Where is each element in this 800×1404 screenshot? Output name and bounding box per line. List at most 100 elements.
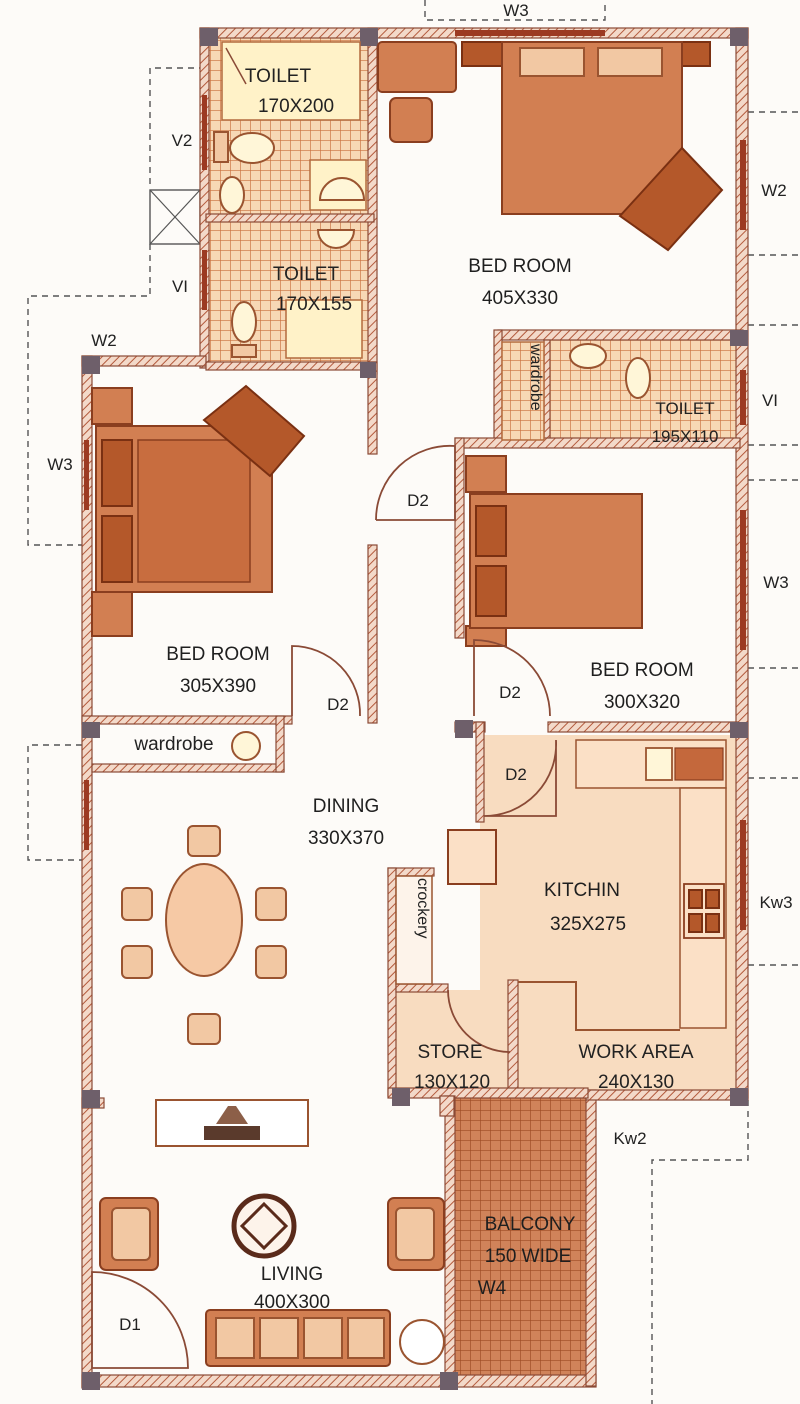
toilet3-name: TOILET <box>655 399 714 418</box>
window-w3-left <box>84 440 89 510</box>
wall-left-bed-bottom <box>81 715 293 725</box>
window-w3-top <box>455 30 605 36</box>
left-bedroom-size: 305X390 <box>180 676 256 697</box>
wall-toilet-right <box>367 27 378 375</box>
right-bed-pillow-2 <box>475 565 507 617</box>
sofa-cushion <box>347 1317 385 1359</box>
crockery-unit <box>395 875 433 985</box>
column <box>730 28 748 46</box>
door-d2-right-bed-swing <box>473 639 551 717</box>
kitchen-fridge <box>447 829 497 885</box>
store-floor <box>392 990 514 1090</box>
wardrobe-left-label: wardrobe <box>133 734 213 755</box>
toilet2-wc <box>231 301 257 343</box>
wall-wardrobe-bottom <box>91 763 285 773</box>
living-armchair-right-seat <box>395 1207 435 1261</box>
door-d2-kitchen-label: D2 <box>505 765 527 784</box>
wall-right-bed-left <box>454 437 465 639</box>
window-v2-left-label: V2 <box>172 131 193 150</box>
window-kw3-right-label: Kw3 <box>759 893 792 912</box>
tv-stand <box>216 1106 248 1124</box>
wall-store-top <box>395 983 449 993</box>
window-w3-right <box>740 510 746 650</box>
sofa-cushion <box>215 1317 255 1359</box>
window-w3-right-label: W3 <box>763 573 789 592</box>
work-area-size: 240X130 <box>598 1072 674 1093</box>
left-bed-nightstand-bottom <box>91 591 133 637</box>
dining-chair <box>255 887 287 921</box>
living-size: 400X300 <box>254 1292 330 1313</box>
column <box>82 356 100 374</box>
master-bedroom-size: 405X330 <box>482 288 558 309</box>
toilet1-wc <box>229 132 275 164</box>
column <box>200 28 218 46</box>
window-w3-top-label: W3 <box>503 1 529 20</box>
dining-chair <box>255 945 287 979</box>
master-pillow-2 <box>597 47 663 77</box>
window-v1-right <box>740 370 746 425</box>
toilet3-basin <box>569 343 607 369</box>
window-v1-right-label: VI <box>762 391 778 410</box>
master-pillow-1 <box>519 47 585 77</box>
column <box>730 1088 748 1106</box>
wall-wardrobe-right <box>275 715 285 773</box>
dining-chair <box>187 825 221 857</box>
wardrobe-top-label: wardrobe <box>527 343 544 411</box>
wall-kitchen-bottom <box>387 1087 589 1099</box>
left-bedroom-name: BED ROOM <box>166 644 269 665</box>
door-d2-kitchen-swing <box>483 739 557 817</box>
column <box>392 1088 410 1106</box>
door-d2-right-bed-label: D2 <box>499 683 521 702</box>
toilet1-tank <box>213 131 229 163</box>
wardrobe-top-unit <box>501 341 545 441</box>
dining-chair <box>187 1013 221 1045</box>
window-w2-right <box>740 140 746 230</box>
column <box>730 722 748 738</box>
wall-living-right-stub <box>439 1095 455 1117</box>
left-bed-pillow-1 <box>101 439 133 507</box>
wardrobe-left-knob <box>231 731 261 761</box>
balcony-name: BALCONY <box>485 1214 576 1235</box>
dashed-outline-left-mid <box>27 244 151 546</box>
kitchen-name: KITCHIN <box>544 880 620 901</box>
dining-chair <box>121 887 153 921</box>
right-bedroom-name: BED ROOM <box>590 660 693 681</box>
living-coffee-table <box>231 1193 297 1259</box>
toilet2-basin <box>316 229 356 249</box>
column <box>82 1090 100 1108</box>
tv-screen <box>204 1126 260 1140</box>
door-d2-left-bed-swing <box>291 645 361 717</box>
wall-left-upper <box>199 27 210 369</box>
left-bed-cover-fold <box>202 384 306 478</box>
living-coffee-table-inlay <box>239 1201 289 1251</box>
wall-balcony-right <box>585 1089 597 1387</box>
hob-burner <box>705 889 720 909</box>
kitchen-workarea-partition <box>518 981 680 1031</box>
wall-left-bed-right-low <box>367 544 378 724</box>
window-left-dining <box>84 780 89 850</box>
living-side-table <box>399 1319 445 1365</box>
door-d2-left-bed-label: D2 <box>327 695 349 714</box>
wall-crockery-left <box>387 867 397 1097</box>
toilet1-size: 170X200 <box>258 96 334 117</box>
left-bed-pillow-2 <box>101 515 133 583</box>
left-bed-mattress <box>137 439 251 583</box>
left-bed-nightstand-top <box>91 387 133 425</box>
hob-burner <box>688 913 703 933</box>
living-name: LIVING <box>261 1264 323 1285</box>
column <box>455 720 473 738</box>
vent-cross-2 <box>149 189 201 245</box>
store-name: STORE <box>417 1042 482 1063</box>
column <box>440 1372 458 1390</box>
work-area-name: WORK AREA <box>578 1042 693 1063</box>
toilet2-tank <box>231 344 257 358</box>
wall-left-main <box>81 355 93 1389</box>
balcony-window: W4 <box>478 1278 507 1299</box>
dashed-outline-top <box>424 0 606 21</box>
balcony-floor <box>452 1096 587 1386</box>
toilet1-name: TOILET <box>245 66 312 87</box>
window-w3-left-label: W3 <box>47 455 73 474</box>
wall-right-bed-bottom <box>547 721 739 733</box>
wall-bottom <box>81 1374 597 1388</box>
